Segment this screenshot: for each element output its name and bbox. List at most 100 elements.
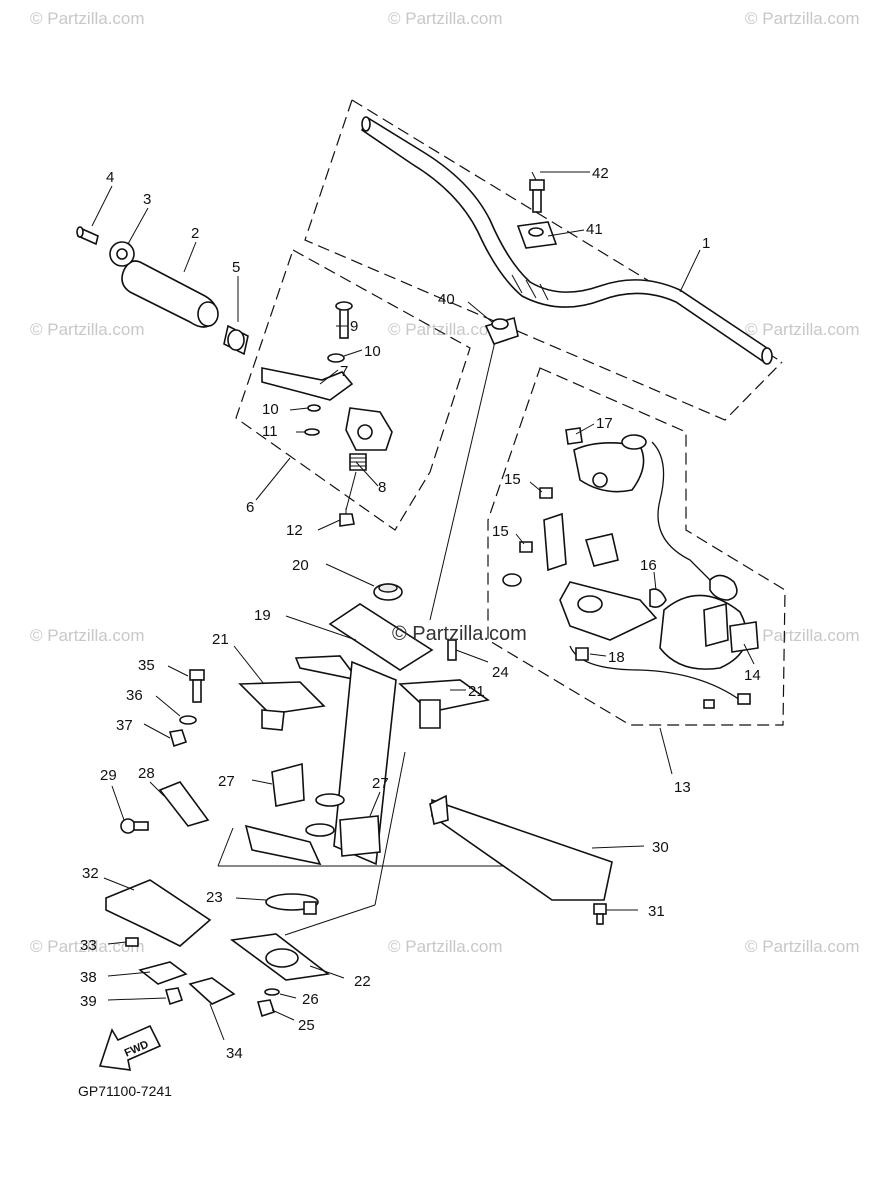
callout-15-lower[interactable]: 15 xyxy=(492,523,509,540)
watermark: © Partzilla.com xyxy=(388,9,503,28)
callout-25[interactable]: 25 xyxy=(298,1017,315,1034)
callout-27-left[interactable]: 27 xyxy=(218,773,235,790)
watermark: © Partzilla.com xyxy=(388,937,503,956)
callout-21-right[interactable]: 21 xyxy=(468,683,485,700)
plate-bolt[interactable] xyxy=(120,818,149,834)
bushing-left[interactable] xyxy=(271,762,305,807)
callout-42[interactable]: 42 xyxy=(592,165,609,182)
callout-41[interactable]: 41 xyxy=(586,221,603,238)
wire-clip-38[interactable] xyxy=(138,961,188,985)
grip-end-collar[interactable] xyxy=(109,241,135,267)
callout-14[interactable]: 14 xyxy=(744,667,761,684)
gasket-nut[interactable] xyxy=(256,999,276,1018)
callout-16[interactable]: 16 xyxy=(640,557,657,574)
callout-12[interactable]: 12 xyxy=(286,522,303,539)
callout-1[interactable]: 1 xyxy=(702,235,710,252)
callout-39[interactable]: 39 xyxy=(80,993,97,1010)
callout-10-lower[interactable]: 10 xyxy=(262,401,279,418)
wire-clip-34[interactable] xyxy=(188,977,236,1005)
watermark: © Partzilla.com xyxy=(30,626,145,645)
callout-29[interactable]: 29 xyxy=(100,767,117,784)
callout-40[interactable]: 40 xyxy=(438,291,455,308)
watermark: © Partzilla.com xyxy=(745,626,860,645)
gasket-washer[interactable] xyxy=(264,988,280,996)
leader-lines xyxy=(91,171,755,1041)
watermark: © Partzilla.com xyxy=(745,9,860,28)
bracket-bolt[interactable] xyxy=(189,669,205,703)
spacer[interactable] xyxy=(223,324,249,356)
callout-38[interactable]: 38 xyxy=(80,969,97,986)
callout-33[interactable]: 33 xyxy=(80,937,97,954)
callout-9[interactable]: 9 xyxy=(350,318,358,335)
callout-22[interactable]: 22 xyxy=(354,973,371,990)
steering-column[interactable] xyxy=(244,603,434,866)
clamp-assembly[interactable] xyxy=(261,301,393,527)
handlebar-outline xyxy=(304,99,783,421)
callout-30[interactable]: 30 xyxy=(652,839,669,856)
callout-34[interactable]: 34 xyxy=(226,1045,243,1062)
watermark-layer: © Partzilla.com © Partzilla.com © Partzi… xyxy=(30,9,860,956)
callout-13[interactable]: 13 xyxy=(674,779,691,796)
bracket-nut[interactable] xyxy=(168,729,188,748)
holder-bolt[interactable] xyxy=(529,179,545,213)
callout-28[interactable]: 28 xyxy=(138,765,155,782)
hose-band[interactable] xyxy=(265,893,319,915)
steering-cover[interactable] xyxy=(429,794,613,901)
switch-assembly-outline xyxy=(487,367,786,726)
watermark: © Partzilla.com xyxy=(745,320,860,339)
handlebar-holder-lower[interactable] xyxy=(484,316,519,345)
callout-27-right[interactable]: 27 xyxy=(372,775,389,792)
callout-37[interactable]: 37 xyxy=(116,717,133,734)
center-watermark: © Partzilla.com xyxy=(392,623,527,645)
callout-35[interactable]: 35 xyxy=(138,657,155,674)
cover-bolt[interactable] xyxy=(593,903,607,925)
clamp-assembly-outline xyxy=(235,249,471,531)
assembly-outlines xyxy=(217,99,786,936)
callout-labels: 4 3 2 5 1 42 41 40 9 10 7 10 11 8 6 12 1… xyxy=(80,165,761,1062)
forward-arrow-icon: FWD xyxy=(98,1024,162,1071)
handlebar-holder-upper[interactable] xyxy=(516,221,558,249)
watermark: © Partzilla.com xyxy=(30,937,145,956)
callout-20[interactable]: 20 xyxy=(292,557,309,574)
callout-7[interactable]: 7 xyxy=(340,363,348,380)
callout-6[interactable]: 6 xyxy=(246,499,254,516)
callout-24[interactable]: 24 xyxy=(492,664,509,681)
callout-17[interactable]: 17 xyxy=(596,415,613,432)
callout-3[interactable]: 3 xyxy=(143,191,151,208)
mounting-bracket[interactable] xyxy=(105,879,212,947)
callout-19[interactable]: 19 xyxy=(254,607,271,624)
handlebar[interactable] xyxy=(360,116,773,365)
watermark: © Partzilla.com xyxy=(30,9,145,28)
callout-11[interactable]: 11 xyxy=(262,423,278,440)
callout-10-upper[interactable]: 10 xyxy=(364,343,381,360)
column-gasket[interactable] xyxy=(229,933,330,981)
callout-23[interactable]: 23 xyxy=(206,889,223,906)
watermark: © Partzilla.com xyxy=(388,320,503,339)
column-bracket-upper[interactable] xyxy=(398,679,490,729)
callout-18[interactable]: 18 xyxy=(608,649,625,666)
bracket-washer[interactable] xyxy=(179,715,197,725)
bushing-right[interactable] xyxy=(339,815,381,857)
diagram-code: GP71100-7241 xyxy=(78,1083,172,1099)
watermark: © Partzilla.com xyxy=(30,320,145,339)
bracket-screw[interactable] xyxy=(125,937,139,947)
callout-4[interactable]: 4 xyxy=(106,169,114,186)
column-bracket-lower[interactable] xyxy=(238,681,326,731)
callout-26[interactable]: 26 xyxy=(302,991,319,1008)
end-bolt[interactable] xyxy=(76,226,99,246)
callout-8[interactable]: 8 xyxy=(378,479,386,496)
callout-2[interactable]: 2 xyxy=(191,225,199,242)
callout-36[interactable]: 36 xyxy=(126,687,143,704)
callout-5[interactable]: 5 xyxy=(232,259,240,276)
grip[interactable] xyxy=(121,260,219,328)
clip-nut[interactable] xyxy=(164,987,184,1006)
column-plate[interactable] xyxy=(158,781,210,827)
throttle-switch-assembly[interactable] xyxy=(502,427,759,709)
callout-31[interactable]: 31 xyxy=(648,903,665,920)
column-collar[interactable] xyxy=(373,583,403,601)
callout-21-left[interactable]: 21 xyxy=(212,631,229,648)
callout-15-upper[interactable]: 15 xyxy=(504,471,521,488)
callout-32[interactable]: 32 xyxy=(82,865,99,882)
